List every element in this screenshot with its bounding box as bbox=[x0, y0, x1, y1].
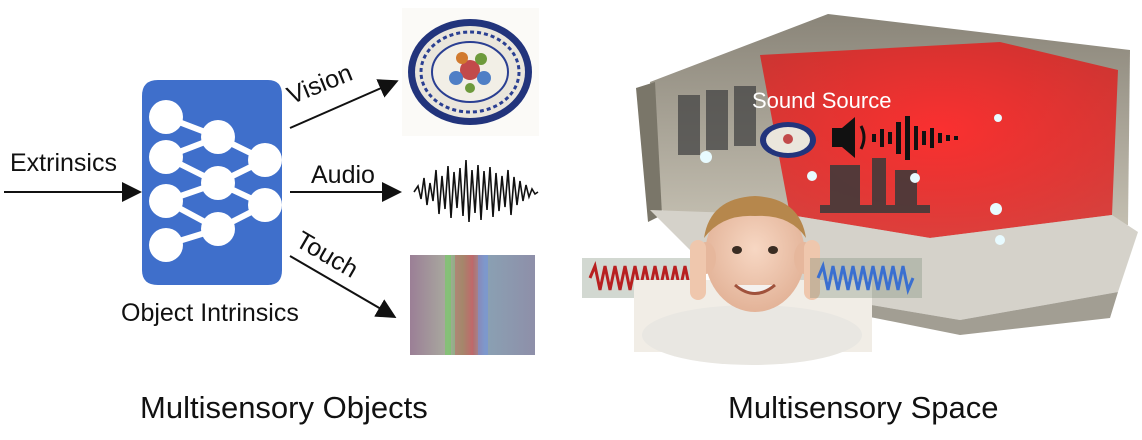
caption-multisensory-space: Multisensory Space bbox=[728, 390, 999, 425]
child-image bbox=[634, 196, 872, 365]
extrinsics-label: Extrinsics bbox=[10, 149, 117, 177]
neural-network-icon bbox=[142, 80, 282, 285]
vision-arrow bbox=[289, 79, 399, 129]
waveform bbox=[413, 159, 539, 223]
right-ear-wave bbox=[810, 258, 922, 298]
caption-multisensory-objects: Multisensory Objects bbox=[140, 390, 428, 425]
plate-image bbox=[402, 8, 539, 136]
sound-source-label: Sound Source bbox=[752, 88, 892, 113]
sound-wave-icon bbox=[872, 116, 958, 160]
audio-label: Audio bbox=[311, 161, 375, 189]
speaker-icon bbox=[832, 117, 866, 158]
touch-arrow bbox=[289, 255, 397, 319]
object-intrinsics-label: Object Intrinsics bbox=[121, 299, 299, 327]
tactile-image bbox=[410, 255, 535, 355]
